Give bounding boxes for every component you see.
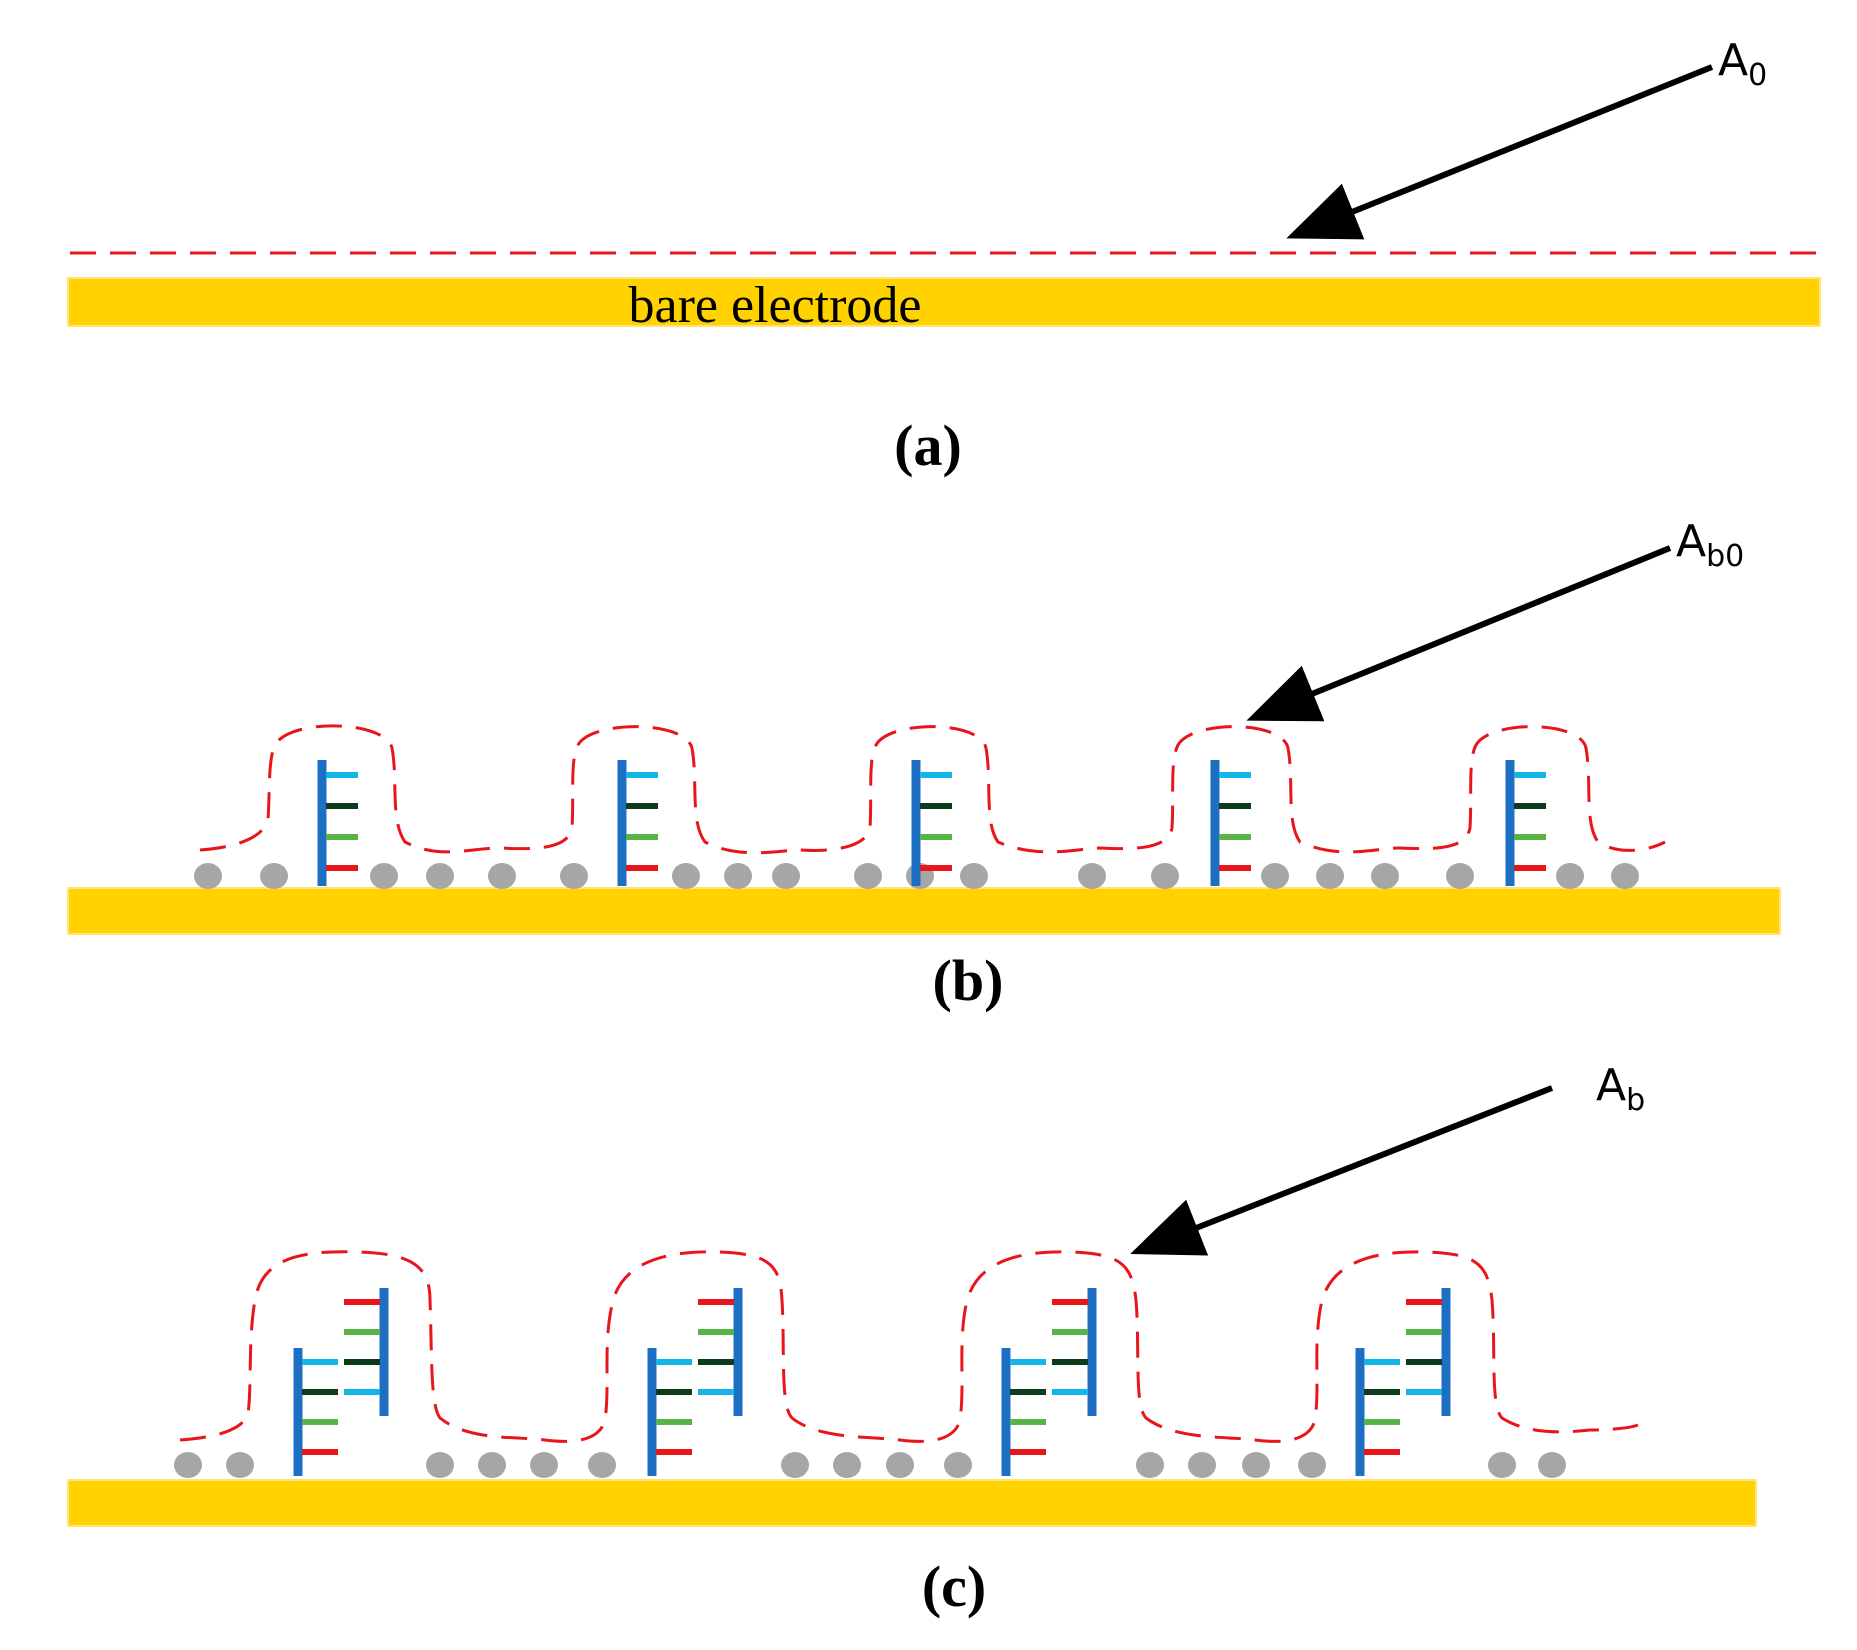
area-label: Ab0 — [1676, 516, 1744, 574]
single-strand-probe-icon — [617, 760, 658, 886]
arrow-icon — [1246, 545, 1672, 722]
molecule-dot — [1261, 863, 1289, 889]
molecule-dot — [1136, 1452, 1164, 1478]
molecule-dot — [370, 863, 398, 889]
panel-b: Ab0 (b) — [67, 516, 1781, 1013]
molecule-dot — [772, 863, 800, 889]
electrode-label: bare electrode — [628, 277, 921, 334]
area-label: A0 — [1718, 35, 1767, 93]
panel-label: (b) — [933, 948, 1004, 1013]
panel-c: Ab (c) — [67, 1060, 1757, 1619]
molecule-dot — [854, 863, 882, 889]
electrode-bar — [67, 277, 1821, 327]
single-strand-probe-icon — [1210, 760, 1251, 886]
molecule-dot — [672, 863, 700, 889]
molecule-dot — [1371, 863, 1399, 889]
molecule-dot — [781, 1452, 809, 1478]
double-strand-hybrid-icon — [647, 1288, 743, 1476]
double-strand-hybrid-icon — [293, 1288, 389, 1476]
area-label: Ab — [1596, 1060, 1645, 1118]
molecule-dot — [488, 863, 516, 889]
arrow-icon — [1286, 64, 1714, 240]
molecule-dot — [1611, 863, 1639, 889]
molecule-dot — [194, 863, 222, 889]
electrode-bar — [67, 1479, 1757, 1527]
molecule-dot — [426, 1452, 454, 1478]
arrow-icon — [1130, 1085, 1554, 1256]
double-strand-hybrid-icon — [1001, 1288, 1097, 1476]
molecule-dot — [1298, 1452, 1326, 1478]
molecule-dot — [724, 863, 752, 889]
molecule-dot — [1242, 1452, 1270, 1478]
probe-layer — [317, 760, 1546, 886]
hybrid-layer — [293, 1288, 1451, 1476]
molecule-dot — [960, 863, 988, 889]
single-strand-probe-icon — [1505, 760, 1546, 886]
molecule-dot — [426, 863, 454, 889]
molecule-dot — [174, 1452, 202, 1478]
molecule-dot — [833, 1452, 861, 1478]
molecule-dot — [1151, 863, 1179, 889]
molecule-dot — [1446, 863, 1474, 889]
electrode-bar — [67, 887, 1781, 935]
panel-label: (a) — [894, 413, 962, 478]
single-strand-probe-icon — [911, 760, 952, 886]
single-strand-probe-icon — [317, 760, 358, 886]
molecule-dot — [1078, 863, 1106, 889]
panel-label: (c) — [922, 1554, 986, 1619]
molecule-dot — [1188, 1452, 1216, 1478]
molecule-dot — [886, 1452, 914, 1478]
molecule-dot — [530, 1452, 558, 1478]
molecule-dot — [1488, 1452, 1516, 1478]
molecule-dot — [260, 863, 288, 889]
molecule-dot — [944, 1452, 972, 1478]
molecule-dot — [560, 863, 588, 889]
boundary-line — [199, 724, 1666, 855]
adsorbed-molecules — [174, 1452, 1566, 1478]
panel-a: bare electrode A0 (a) — [67, 35, 1821, 478]
molecule-dot — [226, 1452, 254, 1478]
molecule-dot — [478, 1452, 506, 1478]
molecule-dot — [588, 1452, 616, 1478]
double-strand-hybrid-icon — [1355, 1288, 1451, 1476]
molecule-dot — [1538, 1452, 1566, 1478]
molecule-dot — [1316, 863, 1344, 889]
molecule-dot — [1556, 863, 1584, 889]
boundary-line — [179, 1250, 1639, 1443]
